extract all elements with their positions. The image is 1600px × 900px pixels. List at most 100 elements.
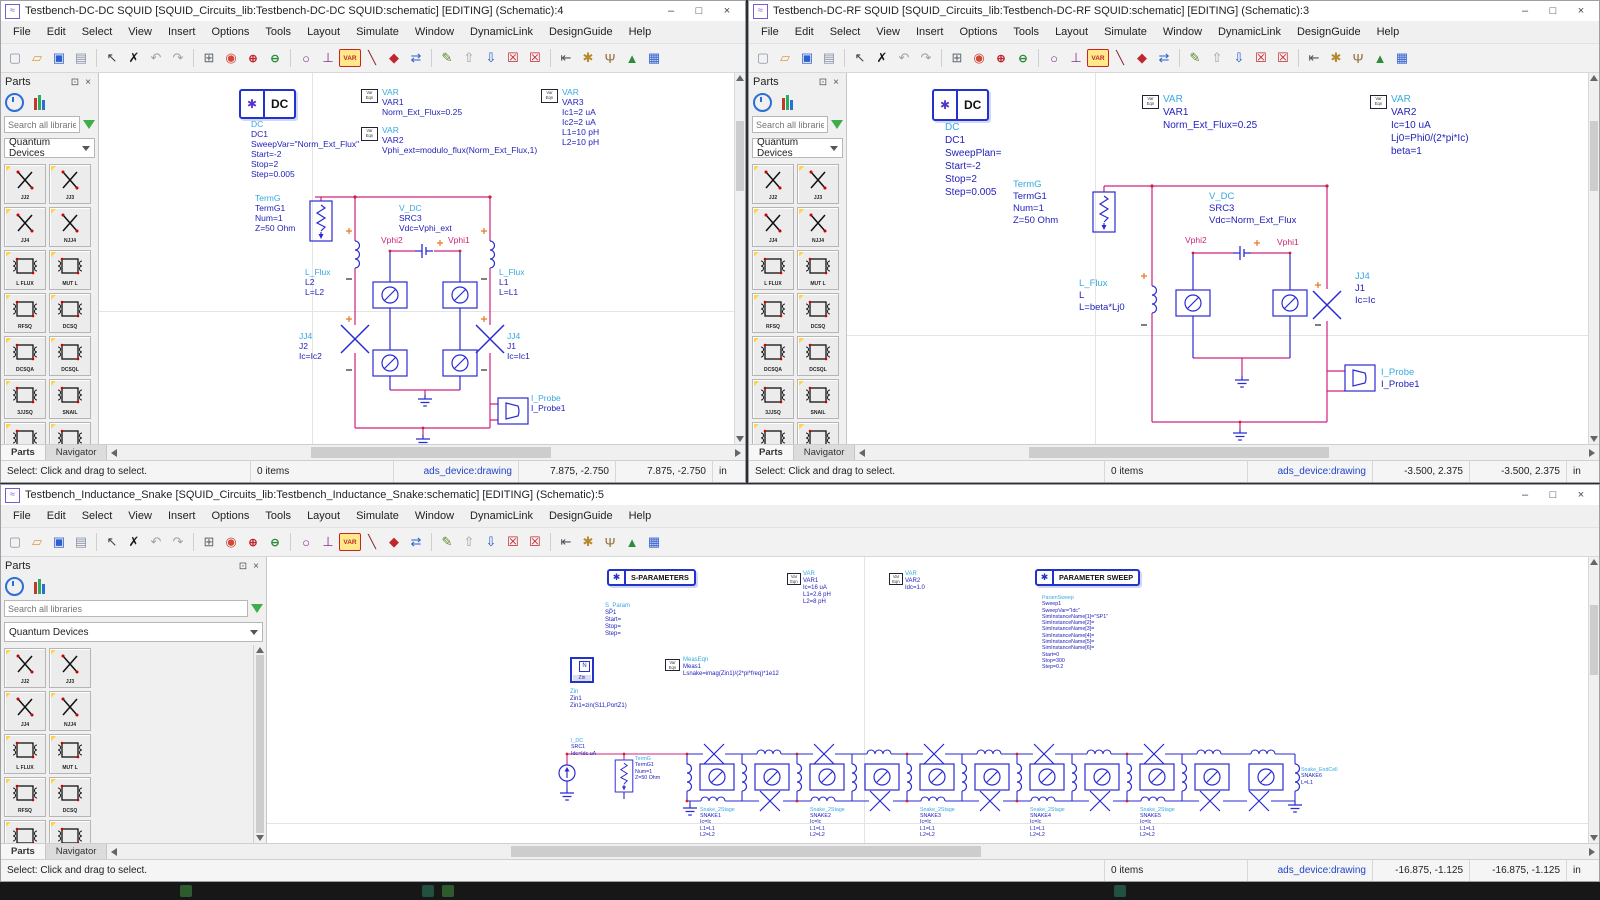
menu-item[interactable]: File (5, 26, 39, 38)
category-dropdown[interactable]: Quantum Devices (4, 622, 263, 642)
tab-parts[interactable]: Parts (749, 445, 794, 460)
dc-annotation[interactable]: DCDC1 SweepPlan= Start=-2 Stop=2 Step=0.… (945, 121, 1001, 199)
part-njj4[interactable]: NJJ4 (797, 207, 839, 247)
menu-item[interactable]: Help (621, 510, 660, 522)
filter-icon[interactable] (831, 120, 843, 129)
menu-item[interactable]: Edit (39, 510, 74, 522)
termg-annotation[interactable]: TermGTermG1 Num=1 Z=50 Ohm (635, 756, 660, 781)
redo-icon[interactable]: ↷ (167, 47, 189, 69)
iprobe-annotation[interactable]: I_ProbeI_Probe1 (1381, 367, 1420, 391)
menu-item[interactable]: DesignGuide (1289, 26, 1369, 38)
vdc-annotation[interactable]: V_DCSRC3 Vdc=Norm_Ext_Flux (1209, 191, 1296, 227)
check-in-edit-icon[interactable]: ✎ (436, 47, 458, 69)
save-design-icon[interactable]: ▣ (796, 47, 818, 69)
stop-simulation-icon[interactable]: ▲ (621, 531, 643, 553)
zoom-area-icon[interactable]: ◉ (220, 47, 242, 69)
part-rfsq[interactable]: RFSQ (4, 777, 46, 817)
menu-item[interactable]: Tools (1005, 26, 1047, 38)
tune-parameters-icon[interactable]: Ψ (599, 531, 621, 553)
insert-pin-icon[interactable]: ○ (295, 531, 317, 553)
zoom-in-x2-icon[interactable]: ⊕ (990, 47, 1012, 69)
lflux-right-annotation[interactable]: L_FluxL1 L=L1 (499, 267, 525, 297)
check-in-lock-icon[interactable]: ⇩ (480, 47, 502, 69)
close-button[interactable]: × (1567, 486, 1595, 504)
undo-icon[interactable]: ↶ (145, 47, 167, 69)
parameter-sweep-block[interactable]: ✱PARAMETER SWEEP (1035, 569, 1140, 586)
menu-item[interactable]: Layout (1047, 26, 1096, 38)
stop-simulation-icon[interactable]: ▲ (621, 47, 643, 69)
menu-item[interactable]: DesignGuide (541, 510, 621, 522)
check-in-edit-icon[interactable]: ✎ (436, 531, 458, 553)
psweep-annotation[interactable]: ParamSweepSweep1 SweepVar="Idc" SimInsta… (1042, 595, 1108, 671)
push-into-hierarchy-icon[interactable]: ⇄ (405, 531, 427, 553)
recent-parts-icon[interactable] (5, 577, 24, 596)
panel-close-icon[interactable]: × (250, 561, 262, 572)
part-snake[interactable]: SNAKE (49, 422, 91, 444)
open-design-icon[interactable]: ▱ (26, 47, 48, 69)
var-eqn-icon[interactable]: Var Eqn (787, 573, 801, 585)
menu-item[interactable]: Simulate (348, 510, 407, 522)
menu-item[interactable]: DynamicLink (462, 26, 541, 38)
menu-item[interactable]: Window (407, 26, 462, 38)
select-pointer-icon[interactable]: ↖ (849, 47, 871, 69)
new-design-icon[interactable]: ▢ (4, 531, 26, 553)
move-component-icon[interactable]: ⊞ (198, 47, 220, 69)
simulate-gear-icon[interactable]: ✱ (577, 47, 599, 69)
menu-item[interactable]: Options (203, 26, 257, 38)
part-jj2[interactable]: JJ2 (752, 164, 794, 204)
wire-label-icon[interactable]: ◆ (383, 47, 405, 69)
idc-annotation[interactable]: I_DCSRC1 Idc=Idc uA (571, 738, 596, 757)
part-jj4[interactable]: JJ4 (4, 207, 46, 247)
part-3jjsq[interactable]: 3JJSQ (4, 379, 46, 419)
insert-var-icon[interactable]: VAR (339, 533, 361, 551)
menu-item[interactable]: View (120, 510, 160, 522)
var-eqn-icon[interactable]: Var Eqn (541, 89, 558, 103)
part-l-flux[interactable]: L FLUX (4, 734, 46, 774)
var1-annotation[interactable]: VARVAR1 Ic=16 uA L1=2.6 pH L2=8 pH (803, 571, 831, 606)
delete-icon[interactable]: ✗ (871, 47, 893, 69)
check-in-lock-icon[interactable]: ⇩ (480, 531, 502, 553)
minimize-button[interactable]: – (1511, 2, 1539, 20)
zoom-area-icon[interactable]: ◉ (968, 47, 990, 69)
part-jj2[interactable]: JJ2 (4, 164, 46, 204)
maximize-button[interactable]: □ (1539, 2, 1567, 20)
scrollbar-thumb[interactable] (511, 846, 981, 857)
net-label-vphi2[interactable]: Vphi2 (381, 235, 403, 245)
termg-annotation[interactable]: TermGTermG1 Num=1 Z=50 Ohm (255, 193, 295, 233)
menu-item[interactable]: Tools (257, 26, 299, 38)
maximize-button[interactable]: □ (685, 2, 713, 20)
vertical-scrollbar[interactable] (1588, 557, 1599, 843)
category-dropdown[interactable]: Quantum Devices (752, 138, 843, 158)
s-parameters-block[interactable]: ✱S-PARAMETERS (607, 569, 696, 586)
filter-icon[interactable] (83, 120, 95, 129)
redo-icon[interactable]: ↷ (167, 531, 189, 553)
check-in-lock-icon[interactable]: ⇩ (1228, 47, 1250, 69)
snake-cell-annotation[interactable]: Snake_2StageSNAKE5 Ic=Ic L1=L1 L2=L2 (1140, 807, 1175, 838)
recent-parts-icon[interactable] (753, 93, 772, 112)
taskbar[interactable] (0, 882, 1600, 900)
dc-controller-block[interactable]: ✱DC (932, 89, 989, 121)
recent-parts-icon[interactable] (5, 93, 24, 112)
part-snail[interactable]: SNAIL (49, 379, 91, 419)
titlebar[interactable]: ≈ Testbench_Inductance_Snake [SQUID_Circ… (1, 485, 1599, 505)
delete-icon[interactable]: ✗ (123, 531, 145, 553)
part-mut-l[interactable]: MUT L (49, 734, 91, 774)
part-dcsq[interactable]: DCSQ (797, 293, 839, 333)
select-pointer-icon[interactable]: ↖ (101, 531, 123, 553)
menu-item[interactable]: DynamicLink (462, 510, 541, 522)
insert-wire-icon[interactable]: ╲ (361, 531, 383, 553)
lflux-annotation[interactable]: L_FluxL L=beta*Lj0 (1079, 278, 1125, 314)
library-browser-icon[interactable] (34, 579, 45, 594)
var-eqn-icon[interactable]: Var Eqn (889, 573, 903, 585)
tab-navigator[interactable]: Navigator (46, 844, 108, 859)
part-dcsq[interactable]: DCSQ (49, 777, 91, 817)
part-3jjsq[interactable]: 3JJSQ (752, 379, 794, 419)
library-browser-icon[interactable] (34, 95, 45, 110)
var1-annotation[interactable]: VARVAR1 Norm_Ext_Flux=0.25 (1163, 93, 1257, 132)
schematic-canvas-dcdc[interactable]: ✱DC DCDC1 SweepVar="Norm_Ext_Flux" Start… (99, 73, 734, 444)
scrollbar-thumb[interactable] (1590, 605, 1598, 675)
new-design-icon[interactable]: ▢ (4, 47, 26, 69)
push-into-hierarchy-icon[interactable]: ⇄ (1153, 47, 1175, 69)
jj-annotation[interactable]: JJ4J1 Ic=Ic (1355, 271, 1375, 307)
jj-right-annotation[interactable]: JJ4J1 Ic=Ic1 (507, 331, 530, 361)
